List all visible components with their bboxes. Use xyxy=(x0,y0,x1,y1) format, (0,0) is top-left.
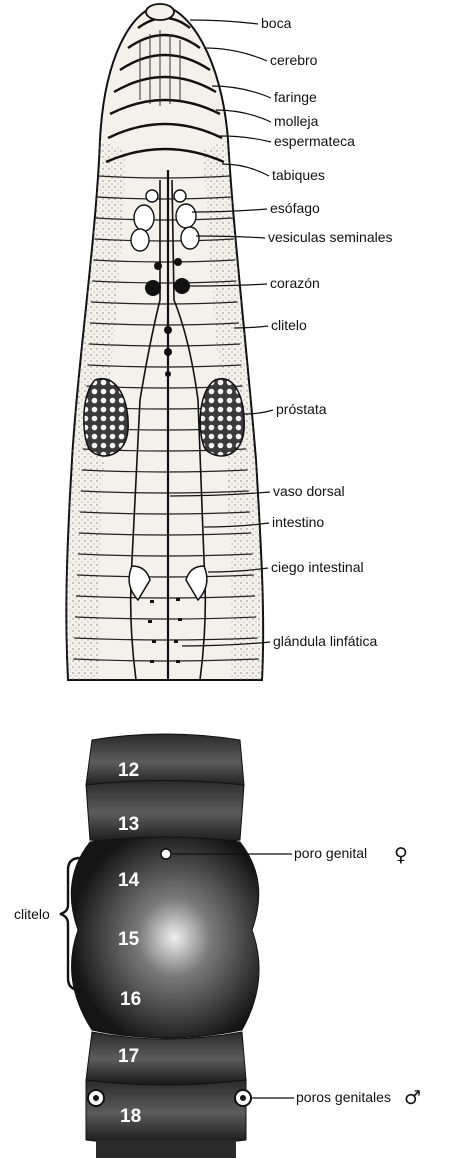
segment-number-18: 18 xyxy=(120,1106,141,1127)
label-ciego-intestinal: ciego intestinal xyxy=(271,559,364,575)
label-vaso-dorsal: vaso dorsal xyxy=(273,483,345,499)
female-symbol-icon: ♀ xyxy=(394,844,408,866)
leader-line xyxy=(204,48,267,61)
label-intestino: intestino xyxy=(272,514,324,530)
segment-17 xyxy=(86,1032,246,1086)
poros-genitales-label: poros genitales xyxy=(296,1089,391,1105)
label-molleja: molleja xyxy=(274,113,319,129)
clitellum-segments xyxy=(71,837,259,1038)
worm-dorsal-dissection xyxy=(66,4,263,680)
worm-external-segments: 12 13 14 15 16 17 18 xyxy=(71,734,259,1158)
segment-number-17: 17 xyxy=(118,1046,139,1067)
label-vesiculas-seminales: vesiculas seminales xyxy=(268,229,393,245)
label-cerebro: cerebro xyxy=(270,52,318,68)
label-clitelo: clitelo xyxy=(271,317,307,333)
label-próstata: próstata xyxy=(276,401,327,417)
clitelo-lower-label: clitelo xyxy=(14,906,50,922)
label-esófago: esófago xyxy=(270,200,320,216)
male-symbol-icon: ♂ xyxy=(404,1087,421,1109)
poro-genital-label: poro genital xyxy=(294,845,367,861)
segment-number-12: 12 xyxy=(118,760,139,781)
label-corazón: corazón xyxy=(270,275,320,291)
label-espermateca: espermateca xyxy=(274,133,355,149)
segment-number-15: 15 xyxy=(118,929,140,950)
segment-18 xyxy=(86,1080,246,1145)
label-boca: boca xyxy=(261,15,292,31)
leader-line xyxy=(190,20,258,24)
prostate-right xyxy=(200,379,244,456)
female-genital-pore xyxy=(161,849,171,859)
segment-number-13: 13 xyxy=(118,814,139,835)
segment-number-14: 14 xyxy=(118,870,140,891)
segment-number-16: 16 xyxy=(120,989,141,1010)
label-glándula-linfática: glándula linfática xyxy=(273,633,378,649)
segment-13 xyxy=(86,781,244,846)
label-tabiques: tabiques xyxy=(272,167,325,183)
label-faringe: faringe xyxy=(274,89,317,105)
